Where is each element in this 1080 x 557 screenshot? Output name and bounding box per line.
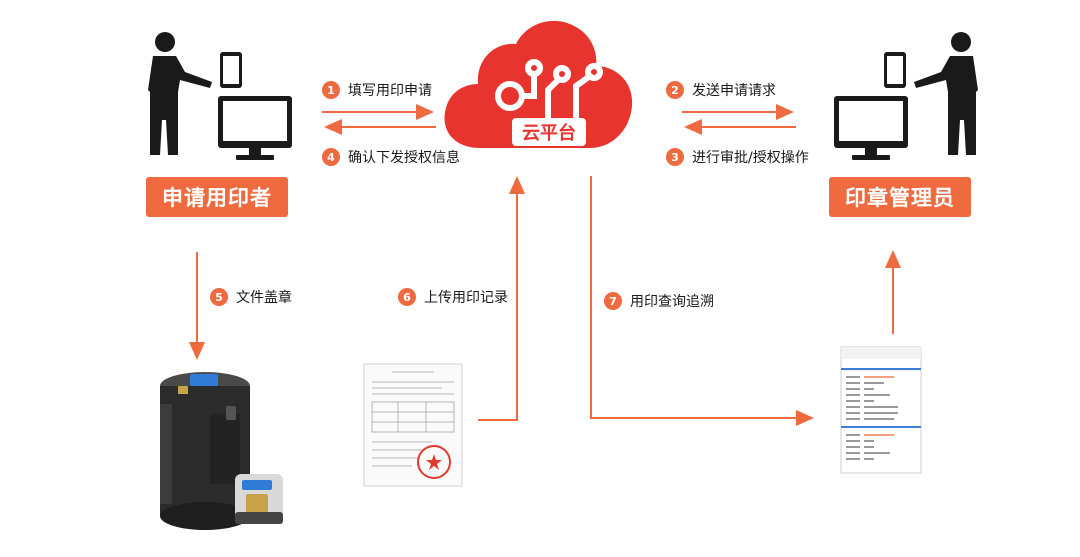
step-label: 进行审批/授权操作 — [692, 150, 809, 166]
admin-label: 印章管理员 — [829, 177, 971, 217]
tablet-icon — [884, 52, 906, 88]
step-number: 6 — [398, 288, 416, 306]
step-label: 文件盖章 — [236, 290, 292, 306]
step-2: 2 发送申请请求 — [666, 80, 776, 100]
seal-device-icon — [160, 372, 283, 530]
admin-figure — [834, 32, 978, 160]
cloud-label: 云平台 — [522, 123, 576, 144]
arrow-step-6 — [478, 176, 525, 421]
person-icon — [914, 32, 978, 155]
arrow-step-7 — [590, 176, 814, 426]
step-number: 1 — [322, 81, 340, 99]
step-label: 确认下发授权信息 — [348, 150, 460, 166]
monitor-icon — [834, 96, 908, 160]
step-label: 填写用印申请 — [348, 83, 432, 99]
step-number: 3 — [666, 148, 684, 166]
monitor-icon — [218, 96, 292, 160]
step-label: 用印查询追溯 — [630, 294, 714, 310]
step-1: 1 填写用印申请 — [322, 80, 432, 100]
step-6: 6 上传用印记录 — [398, 287, 508, 307]
step-number: 5 — [210, 288, 228, 306]
applicant-figure — [148, 32, 292, 160]
step-number: 7 — [604, 292, 622, 310]
document-icon — [363, 363, 463, 487]
step-label: 发送申请请求 — [692, 83, 776, 99]
step-5: 5 文件盖章 — [210, 287, 292, 307]
person-icon — [148, 32, 212, 155]
tablet-icon — [220, 52, 242, 88]
step-4: 4 确认下发授权信息 — [322, 147, 460, 167]
step-number: 2 — [666, 81, 684, 99]
step-3: 3 进行审批/授权操作 — [666, 147, 809, 167]
applicant-label: 申请用印者 — [146, 177, 288, 217]
step-number: 4 — [322, 148, 340, 166]
phone-record-icon — [840, 346, 922, 474]
step-7: 7 用印查询追溯 — [604, 291, 714, 311]
cloud-icon — [444, 20, 633, 148]
step-label: 上传用印记录 — [424, 290, 508, 306]
